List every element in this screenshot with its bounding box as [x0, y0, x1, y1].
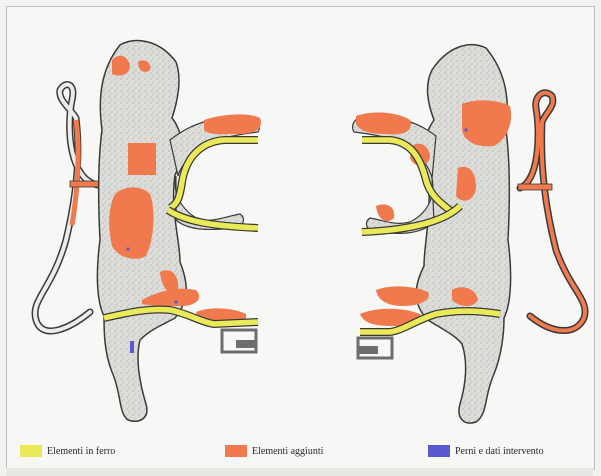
left-tail-bracket	[70, 181, 102, 187]
right-lion	[353, 45, 586, 423]
left-hind-pin-1	[174, 300, 177, 303]
right-lion-tail	[520, 93, 585, 331]
legend-label-iron: Elementi in ferro	[47, 446, 115, 457]
legend-item-added: Elementi aggiunti	[225, 441, 323, 461]
left-lion	[35, 41, 261, 422]
right-foot-base-block	[358, 346, 378, 354]
left-belly-pin	[126, 247, 129, 250]
bottom-strip	[6, 468, 593, 476]
legend-swatch-iron	[20, 445, 42, 457]
legend-item-pins: Perni e dati intervento	[428, 441, 544, 461]
left-belly-added	[109, 187, 153, 258]
right-tail-bracket	[518, 184, 552, 190]
legend-swatch-added	[225, 445, 247, 457]
legend-label-pins: Perni e dati intervento	[455, 446, 544, 457]
legend-item-iron: Elementi in ferro	[20, 441, 115, 461]
right-lion-body	[416, 45, 510, 423]
left-foot-base-block	[236, 340, 256, 348]
legend: Elementi in ferro Elementi aggiunti Pern…	[20, 441, 580, 463]
left-arm-added	[204, 114, 261, 134]
left-leg-pin	[130, 341, 134, 353]
right-shoulder-pin	[464, 128, 467, 131]
legend-label-added: Elementi aggiunti	[252, 446, 323, 457]
left-chest-added	[128, 143, 156, 175]
left-lion-tail	[35, 85, 98, 331]
right-hand-added	[376, 205, 394, 222]
legend-swatch-pins	[428, 445, 450, 457]
